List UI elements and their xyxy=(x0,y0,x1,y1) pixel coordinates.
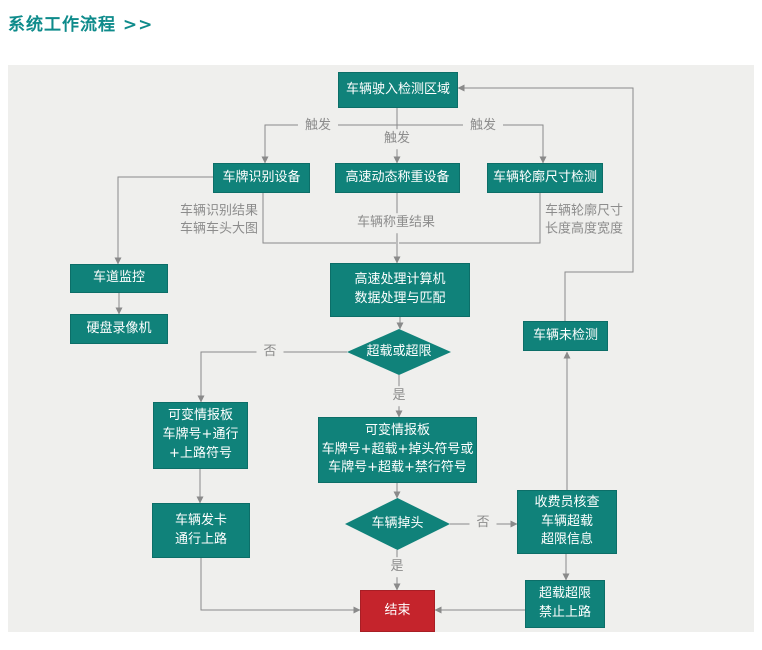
node-toll-checker: 收费员核查 车辆超载 超限信息 xyxy=(517,490,617,554)
node-label: 车辆驶入检测区域 xyxy=(345,81,450,97)
edge-label-trigger-mid: 触发 xyxy=(376,129,418,149)
node-label: 收费员核查 车辆超载 超限信息 xyxy=(534,494,600,548)
node-issue-card: 车辆发卡 通行上路 xyxy=(152,503,250,558)
edge-label-uturn-no: 否 xyxy=(469,513,497,533)
edge-entry-to-plate xyxy=(261,124,397,164)
node-plate-recognition: 车牌识别设备 xyxy=(213,163,310,193)
edge-plate-to-merge xyxy=(262,193,396,244)
node-computer: 高速处理计算机 数据处理与匹配 xyxy=(330,263,470,317)
node-label: 可变情报板 车牌号+通行 +上路符号 xyxy=(162,408,239,461)
node-label: 车辆未检测 xyxy=(532,327,598,343)
node-not-detected: 车辆未检测 xyxy=(523,321,608,351)
node-forbid-road: 超载超限 禁止上路 xyxy=(525,580,605,628)
node-label: 车道监控 xyxy=(92,270,145,286)
node-label: 车辆掉头 xyxy=(371,515,424,531)
page-title: 系统工作流程 >> xyxy=(8,15,154,35)
node-label: 超载超限 禁止上路 xyxy=(538,586,591,620)
node-dvr: 硬盘录像机 xyxy=(70,314,168,344)
node-label: 车牌识别设备 xyxy=(222,169,301,185)
edge-label-trigger-right: 触发 xyxy=(462,116,504,136)
edge-plate-to-lane xyxy=(114,176,213,265)
node-end: 结束 xyxy=(360,590,435,632)
edge-label-trigger-left: 触发 xyxy=(297,116,339,136)
node-vms-overload: 可变情报板 车牌号+超载+掉头符号或 车牌号+超载+禁行符号 xyxy=(318,417,477,483)
edge-entry-to-contour xyxy=(397,124,547,164)
node-label: 硬盘录像机 xyxy=(86,320,152,336)
edge-decision-no-to-vms-pass xyxy=(197,351,347,403)
edge-contour-to-merge xyxy=(399,193,541,244)
edge-card-to-end xyxy=(200,558,361,614)
node-vms-pass: 可变情报板 车牌号+通行 +上路符号 xyxy=(153,402,248,469)
node-label: 车辆轮廓尺寸检测 xyxy=(492,169,597,185)
edge-label-weigh-result: 车辆称重结果 xyxy=(349,213,443,233)
edge-label-overload-no: 否 xyxy=(256,342,284,362)
node-contour-detection: 车辆轮廓尺寸检测 xyxy=(487,163,603,193)
node-lane-monitor: 车道监控 xyxy=(70,264,168,293)
edge-label-recognition-result: 车辆识别结果 车辆车头大图 xyxy=(179,203,259,236)
node-label: 高速动态称重设备 xyxy=(345,169,450,185)
node-label: 超载或超限 xyxy=(366,343,432,359)
node-label: 车辆发卡 通行上路 xyxy=(174,512,227,547)
node-label: 可变情报板 车牌号+超载+掉头符号或 车牌号+超载+禁行符号 xyxy=(321,422,474,476)
edge-label-contour-result: 车辆轮廓尺寸 长度高度宽度 xyxy=(544,203,624,236)
node-dynamic-weighing: 高速动态称重设备 xyxy=(335,163,460,193)
node-label: 高速处理计算机 数据处理与匹配 xyxy=(354,272,446,306)
edge-notdetected-to-entry xyxy=(457,84,634,321)
node-label: 结束 xyxy=(384,602,411,618)
edge-label-uturn-yes: 是 xyxy=(383,557,411,577)
node-entry: 车辆驶入检测区域 xyxy=(338,72,458,108)
edge-label-overload-yes: 是 xyxy=(385,386,413,406)
